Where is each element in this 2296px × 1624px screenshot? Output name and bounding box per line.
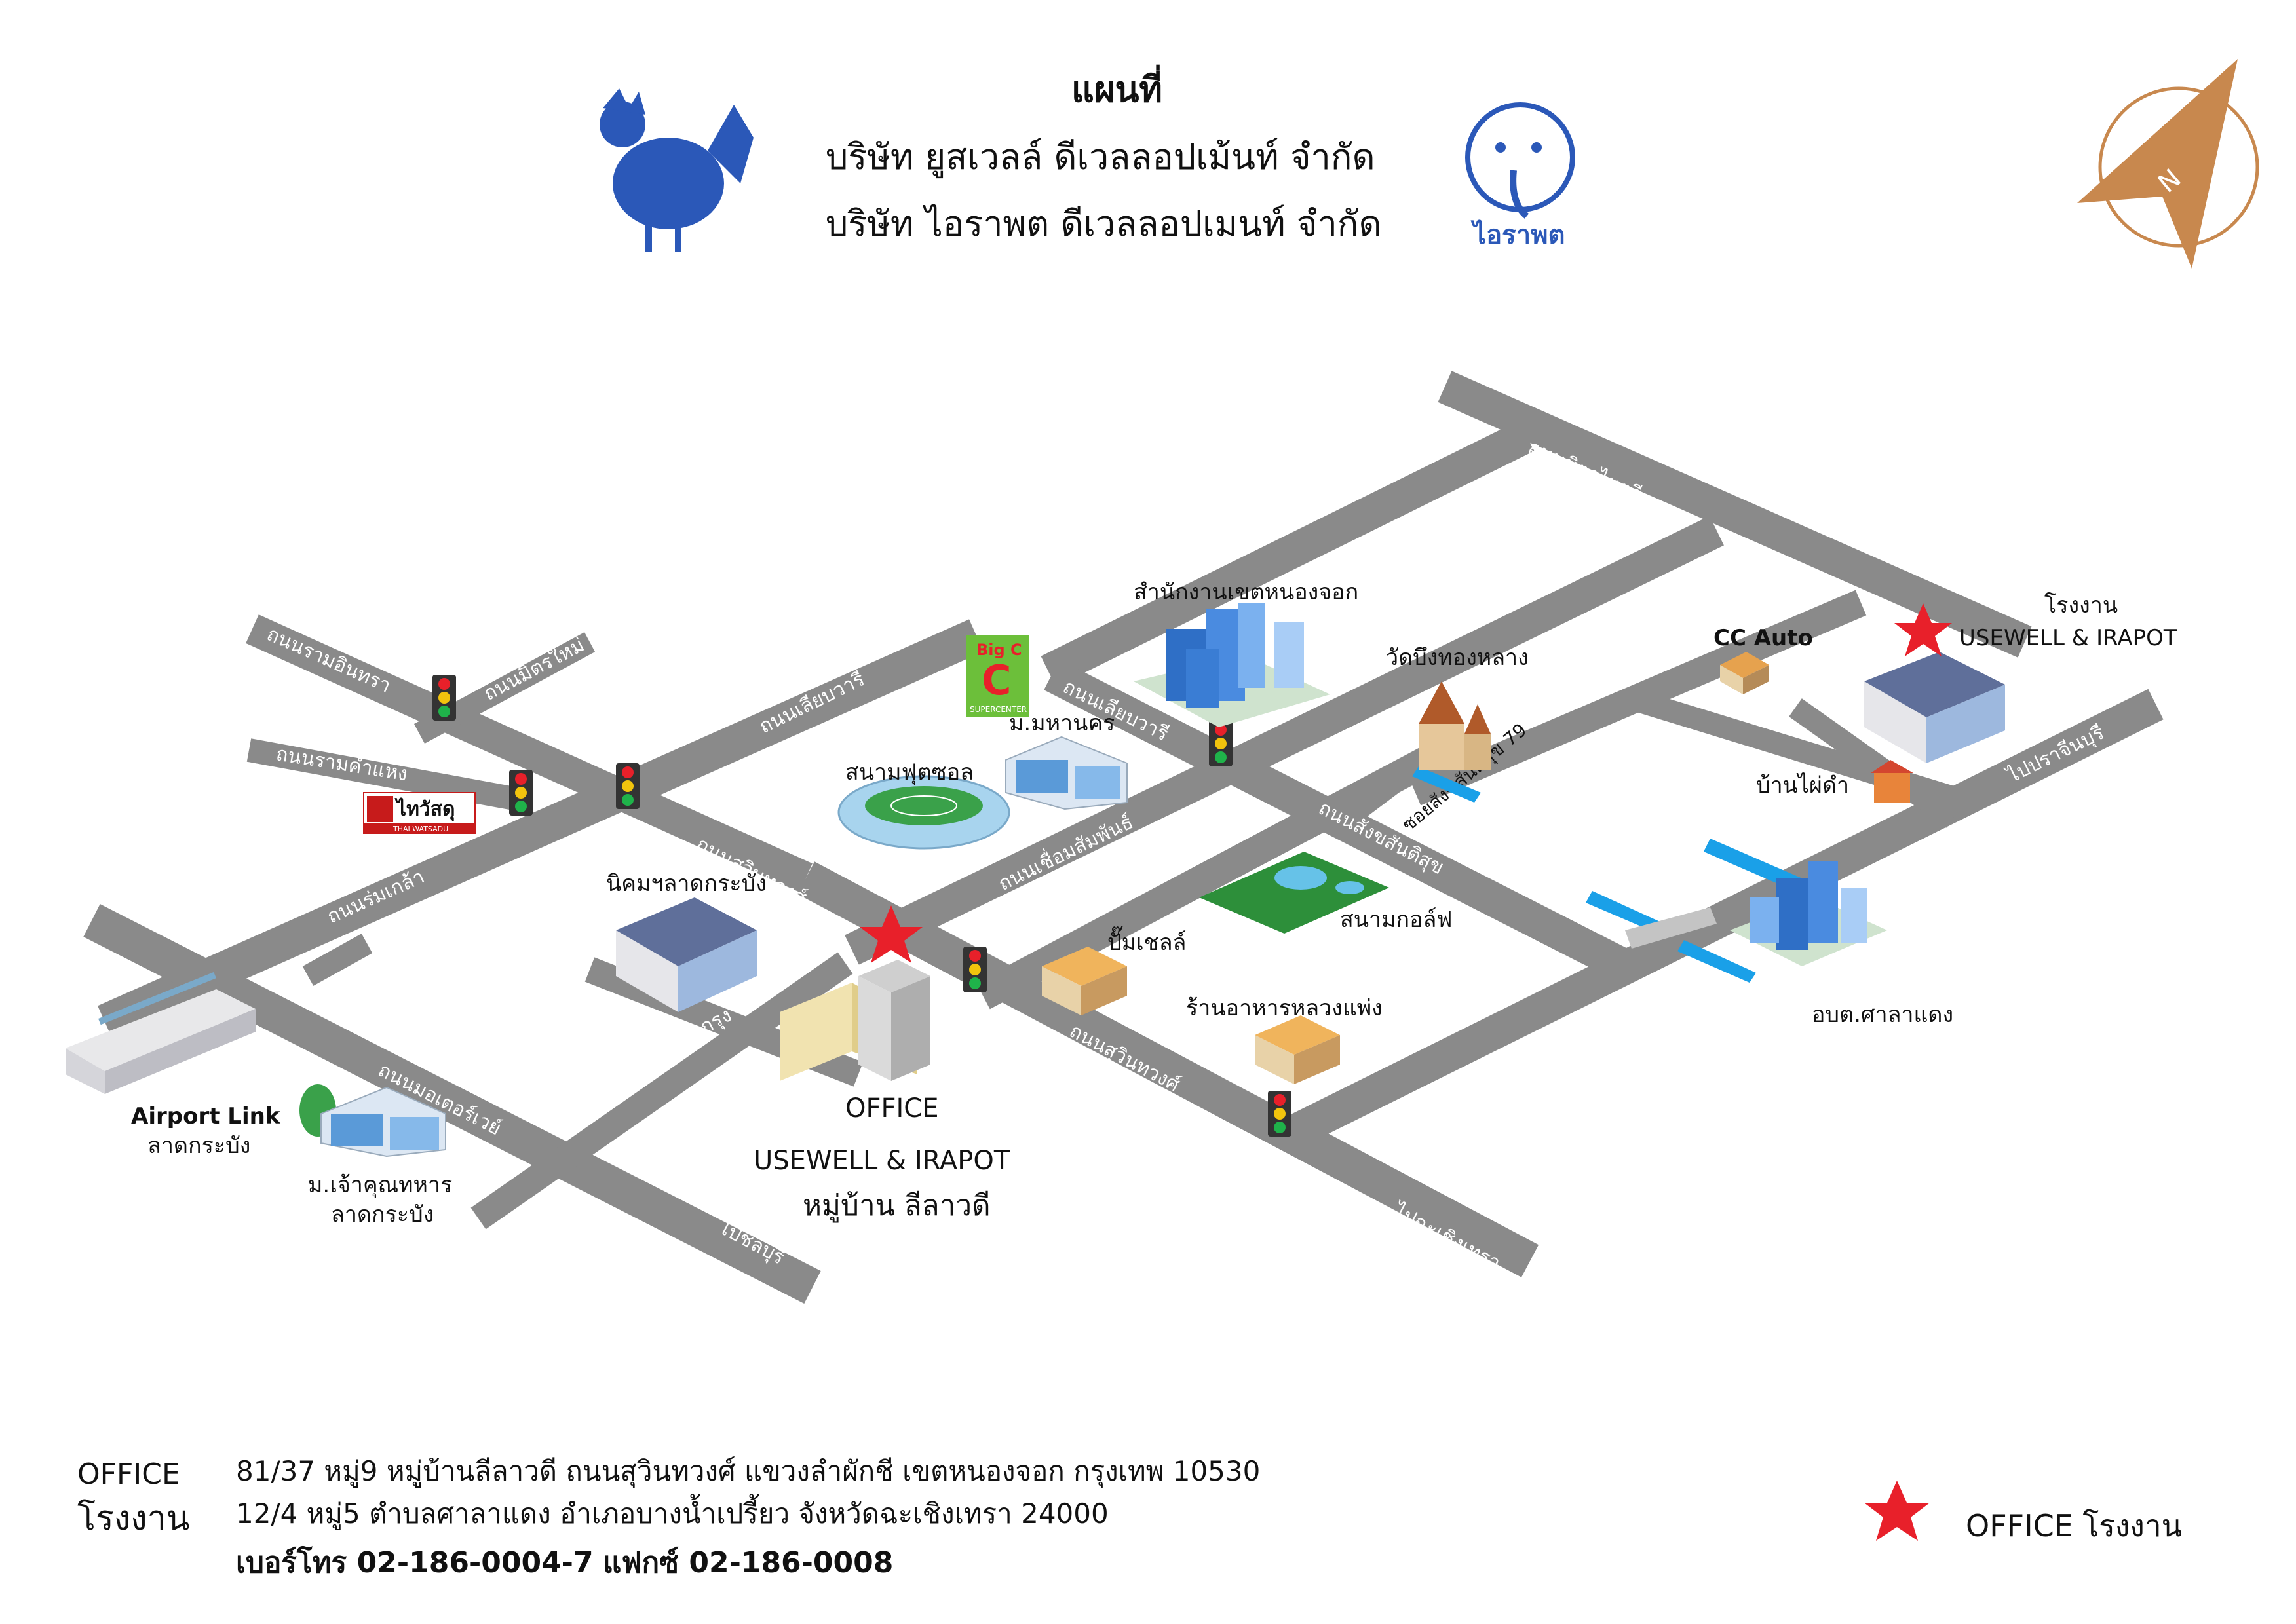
svg-text:ไอราพต: ไอราพต (1470, 219, 1565, 250)
road-to-prachinburi (1276, 689, 2164, 1152)
label-office-3: หมู่บ้าน ลีลาวดี (803, 1189, 991, 1223)
label-factory-1: โรงงาน (2044, 592, 2118, 618)
label-football: สนามฟุตซอล (845, 759, 974, 785)
label-military-2: ลาดกระบัง (331, 1201, 434, 1228)
footer-phone: เบอร์โทร 02-186-0004-7 (236, 1545, 594, 1579)
footer-office-address: 81/37 หมู่9 หมู่บ้านลีลาวดี ถนนสุวินทวงศ… (236, 1455, 1260, 1488)
road-liapwari-lower (1044, 659, 1240, 782)
mahanakorn-building (1005, 736, 1128, 810)
saladaeng-building (1730, 861, 1887, 966)
ccauto-building (1720, 652, 1769, 694)
traffic-light-icon (616, 763, 640, 809)
label-restaurant: ร้านอาหารหลวงแพ่ง (1186, 995, 1383, 1021)
road-chueamsamphan (845, 751, 1239, 965)
compass-icon: N (2077, 59, 2259, 269)
thaiwatsadu-logo: ไทวัสดุ THAI WATSADU (363, 792, 476, 834)
page-title: แผนที่ (1071, 64, 1162, 110)
wat-building (1419, 681, 1491, 770)
road-liapwari-upper (1041, 420, 1535, 687)
label-saladaeng: อบต.ศาลาแดง (1812, 1002, 1953, 1028)
road-motorway (83, 904, 821, 1304)
traffic-light-icon (1209, 721, 1233, 766)
bigc-logo: Big C C SUPERCENTER (966, 635, 1029, 717)
svg-text:SUPERCENTER: SUPERCENTER (970, 705, 1027, 714)
banphaidam-house (1871, 760, 1913, 803)
traffic-light-icon (509, 770, 533, 816)
label-ramintra: ถนนรามอินทรา (263, 622, 394, 698)
road-mitmaitri (1438, 371, 2032, 658)
bridge (1625, 907, 1717, 949)
svg-text:C: C (982, 656, 1012, 704)
office-star-icon (860, 905, 923, 963)
shell-station-building (1042, 947, 1127, 1015)
restaurant-building (1255, 1015, 1340, 1084)
label-wat: วัดบึงทองหลาง (1386, 645, 1529, 671)
label-airport-2: ลาดกระบัง (147, 1133, 250, 1159)
military-university-building (299, 1084, 446, 1158)
canal-soi79 (1412, 766, 1481, 803)
svg-text:THAI WATSADU: THAI WATSADU (392, 825, 448, 833)
road-north-link (1225, 516, 1724, 782)
road-ramkhamhaeng (246, 738, 520, 811)
label-office-2: USEWELL & IRAPOT (754, 1146, 1010, 1176)
label-banphaidam: บ้านไผ่ดำ (1756, 772, 1849, 799)
footer: OFFICE 81/37 หมู่9 หมู่บ้านลีลาวดี ถนนสุ… (77, 1455, 2182, 1579)
header: แผนที่ บริษัท ยูสเวลล์ ดีเวลลอปเม้นท์ จำ… (826, 64, 1382, 244)
label-industrial: นิคมฯลาดกระบัง (606, 871, 767, 897)
district-office-building (1134, 603, 1330, 727)
road-chalongkrung (470, 952, 853, 1230)
futsal-stadium (837, 775, 1010, 850)
canal-east-3 (1677, 940, 1756, 983)
road-ramintra (246, 614, 813, 892)
label-military-1: ม.เจ้าคุณทหาร (308, 1172, 452, 1198)
label-district-office: สำนักงานเขตหนองจอก (1134, 579, 1358, 605)
rooster-logo-icon (600, 88, 754, 252)
footer-factory-address: 12/4 หมู่5 ตำบลศาลาแดง อำเภอบางน้ำเปรี้ย… (236, 1494, 1109, 1530)
svg-text:Big C: Big C (976, 641, 1022, 659)
label-mitmai: ถนนมิตรใหม่ (480, 633, 588, 706)
road-factory-branch-2 (1789, 698, 1959, 828)
factory-star-icon (1894, 603, 1952, 656)
label-mahanakorn: ม.มหานคร (1009, 710, 1115, 736)
canal-east-2 (1586, 891, 1664, 934)
traffic-light-icon (1268, 1091, 1292, 1137)
golf-course (1199, 852, 1389, 934)
footer-factory-label: โรงงาน (77, 1499, 189, 1538)
footer-office-label: OFFICE (77, 1458, 180, 1491)
company-name-1: บริษัท ยูสเวลล์ ดีเวลลอปเม้นท์ จำกัด (826, 136, 1375, 178)
label-ccauto: CC Auto (1713, 625, 1813, 651)
place-labels: สำนักงานเขตหนองจอก ม.มหานคร สนามฟุตซอล น… (131, 579, 2177, 1228)
road-network (83, 371, 2164, 1304)
road-airport-diagonal (98, 619, 984, 1038)
factory-building (1864, 652, 2005, 763)
company-name-2: บริษัท ไอราพต ดีเวลลอปเมนท์ จำกัด (826, 203, 1382, 244)
label-airport-1: Airport Link (131, 1103, 281, 1129)
legend-star-icon (1864, 1481, 1930, 1541)
svg-text:ไทวัสดุ: ไทวัสดุ (394, 797, 455, 821)
label-chueamsamphan: ถนนเชื่อมสัมพันธ์ (993, 808, 1137, 896)
airport-link-station (66, 972, 256, 1094)
footer-legend: OFFICE โรงงาน (1966, 1508, 2182, 1543)
label-shell: ปั๊มเชลล์ (1107, 926, 1186, 956)
traffic-light-icon (432, 675, 456, 721)
road-romklao (302, 934, 373, 986)
footer-fax: แฟกซ์ 02-186-0008 (603, 1546, 893, 1579)
road-soi79 (1345, 753, 1434, 826)
traffic-lights (432, 675, 1292, 1137)
road-suwinthawong (797, 861, 1539, 1277)
road-shell-ne (976, 746, 1436, 1010)
road-sangsantisuk (1224, 751, 1626, 979)
label-office-1: OFFICE (845, 1093, 939, 1124)
label-golf: สนามกอล์ฟ (1340, 907, 1452, 933)
label-ramkhamhaeng: ถนนรามคำแหง (275, 742, 410, 785)
office-building (780, 960, 930, 1081)
traffic-light-icon (963, 947, 987, 992)
label-factory-2: USEWELL & IRAPOT (1959, 625, 2177, 651)
industrial-estate-building (616, 897, 757, 1012)
elephant-logo-icon: ไอราพต (1465, 102, 1575, 250)
